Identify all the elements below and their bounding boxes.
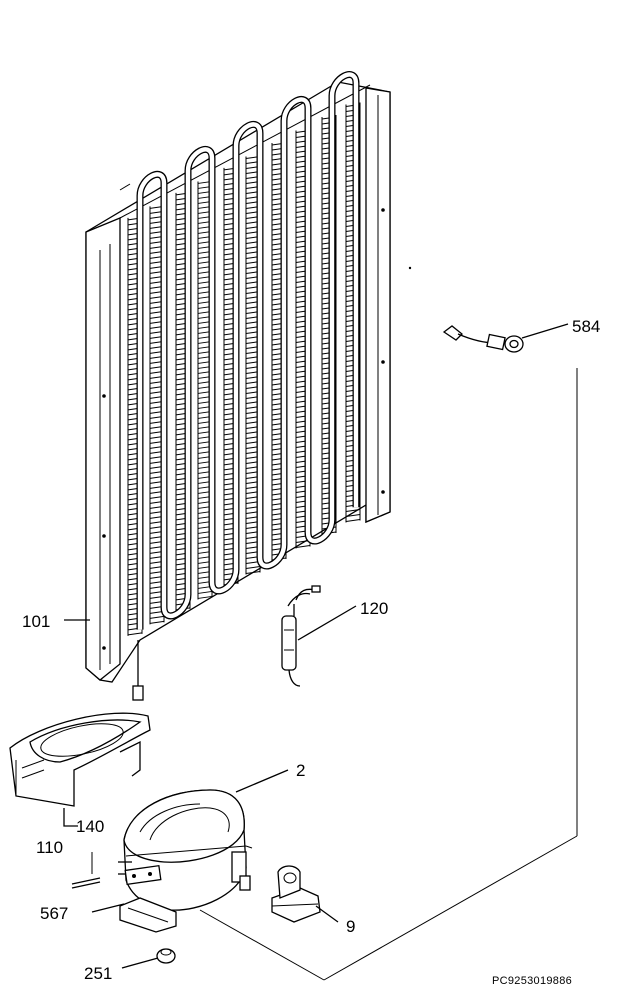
label-567: 567 [40,904,68,923]
label-251: 251 [84,964,112,983]
part-9-relay [271,865,339,923]
part-567-clip [91,864,162,913]
cabinet-outline [119,183,578,981]
part-140-drip-tray [9,712,151,827]
label-101: 101 [22,612,50,631]
part-110-sleeve [71,852,101,889]
label-110: 110 [36,838,63,857]
label-9: 9 [346,917,355,936]
part-584-connector [442,323,569,353]
label-140: 140 [76,817,104,836]
part-2-compressor [118,769,289,933]
condenser-coil [85,71,391,701]
label-584: 584 [572,317,600,336]
condenser-tubes [136,71,360,630]
label-120: 120 [360,599,388,618]
part-120-filter-drier [281,585,357,687]
label-2: 2 [296,761,305,780]
drawing-code: PC9253019886 [492,975,572,987]
part-251-nut [121,948,176,969]
